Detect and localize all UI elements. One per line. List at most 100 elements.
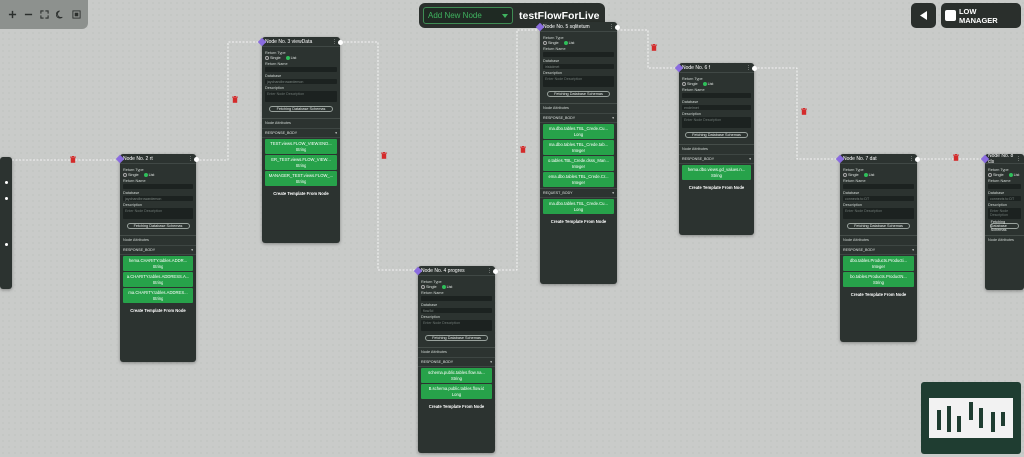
fetch-schemas-button[interactable]: Fetching Database Schemas xyxy=(424,335,489,341)
single-radio[interactable]: Single xyxy=(988,173,1004,177)
attribute-card[interactable]: a.CHARITY.tables.ADDRESS.A...String xyxy=(123,272,193,287)
create-template-button[interactable]: Create Template From Node xyxy=(273,191,329,196)
fetch-schemas-button[interactable]: Fetching Database Schemas xyxy=(546,91,611,97)
attribute-card[interactable]: bo.tables.Products.ProductN...String xyxy=(843,272,914,287)
attribute-card[interactable]: TEST.views.FLOW_VIEW.END...String xyxy=(265,139,337,154)
fetch-schemas-button[interactable]: Fetching Database Schemas xyxy=(268,106,334,112)
list-radio[interactable]: List xyxy=(702,82,713,86)
attribute-group-header[interactable]: RESPONSE_BODY▾ xyxy=(262,128,340,138)
attribute-card[interactable]: ma.dbo.tables.TBL_Crede.Cu...Long xyxy=(543,124,614,139)
node-output-port[interactable] xyxy=(193,156,199,162)
delete-edge-icon[interactable] xyxy=(651,44,657,51)
node-output-port[interactable] xyxy=(337,39,343,45)
attribute-group-header[interactable]: RESPONSE_BODY▾ xyxy=(418,357,495,367)
database-select[interactable]: flow3d xyxy=(421,308,492,313)
node-title-bar[interactable]: Node No. 3 viewData⋮ xyxy=(262,37,340,47)
attribute-card[interactable]: hema.CHARITY.tables.ADDR...String xyxy=(123,256,193,271)
node-output-port[interactable] xyxy=(5,197,8,200)
attribute-group-header[interactable]: RESPONSE_BODY▾ xyxy=(840,245,917,255)
list-radio[interactable]: List xyxy=(863,173,874,177)
moon-icon[interactable] xyxy=(54,9,66,21)
delete-edge-icon[interactable] xyxy=(381,152,387,159)
return-name-input[interactable] xyxy=(543,52,614,57)
screenshot-icon[interactable] xyxy=(70,9,82,21)
run-flow-button[interactable] xyxy=(911,3,936,28)
attribute-group-header[interactable]: RESPONSE_BODY▾ xyxy=(679,154,754,164)
fetch-schemas-button[interactable]: Fetching Database Schemas xyxy=(685,132,748,138)
node-title-bar[interactable]: Node No. 2 rt⋮ xyxy=(120,154,196,164)
node-output-port[interactable] xyxy=(5,243,8,246)
database-select[interactable]: iriskdmet xyxy=(543,64,614,69)
chevron-down-icon[interactable]: ▾ xyxy=(335,131,337,135)
node-1-partial[interactable] xyxy=(0,157,12,289)
single-radio[interactable]: Single xyxy=(123,173,139,177)
database-select[interactable]: connects to DT xyxy=(843,196,914,201)
attribute-card[interactable]: MANAGER_TEST.views.FLOW_...String xyxy=(265,171,337,186)
attribute-card[interactable]: schema.public.tables.flow.na...String xyxy=(421,368,492,383)
description-input[interactable]: Enter Node Description xyxy=(682,117,751,128)
return-name-input[interactable] xyxy=(421,296,492,301)
node-output-port[interactable] xyxy=(5,181,8,184)
node-menu-icon[interactable]: ⋮ xyxy=(332,38,337,45)
return-name-input[interactable] xyxy=(843,184,914,189)
attribute-card[interactable]: hema.dbo.views.gd_values.n...String xyxy=(682,165,751,180)
node-menu-icon[interactable]: ⋮ xyxy=(1016,155,1021,162)
fit-view-icon[interactable] xyxy=(38,9,50,21)
fetch-schemas-button[interactable]: Fetching Database Schemas xyxy=(846,223,911,229)
chevron-down-icon[interactable]: ▾ xyxy=(490,360,492,364)
single-radio[interactable]: Single xyxy=(543,41,559,45)
node-title-bar[interactable]: Node No. 5 sqlitetum⋮ xyxy=(540,22,617,32)
chevron-down-icon[interactable]: ▾ xyxy=(191,248,193,252)
description-input[interactable]: Enter Node Description xyxy=(123,208,193,219)
node-title-bar[interactable]: Node No. 8 cls⋮ xyxy=(985,154,1024,165)
single-radio[interactable]: Single xyxy=(682,82,698,86)
chevron-down-icon[interactable]: ▾ xyxy=(749,157,751,161)
database-select[interactable]: jaychandbrowardemon xyxy=(265,79,337,84)
list-radio[interactable]: List xyxy=(143,173,154,177)
delete-edge-icon[interactable] xyxy=(953,154,959,161)
return-name-input[interactable] xyxy=(265,67,337,72)
create-template-button[interactable]: Create Template From Node xyxy=(688,185,745,190)
description-input[interactable]: Enter Node Description xyxy=(421,320,492,331)
return-name-input[interactable] xyxy=(123,184,193,189)
delete-edge-icon[interactable] xyxy=(232,96,238,103)
description-input[interactable]: Enter Node Description xyxy=(265,91,337,102)
description-input[interactable]: Enter Node Description xyxy=(843,208,914,219)
node-menu-icon[interactable]: ⋮ xyxy=(909,155,914,162)
create-template-button[interactable]: Create Template From Node xyxy=(428,404,485,409)
return-name-input[interactable] xyxy=(988,184,1021,189)
node-menu-icon[interactable]: ⋮ xyxy=(188,155,193,162)
attribute-card[interactable]: ER_TEST.views.FLOW_VIEW...String xyxy=(265,155,337,170)
attribute-card[interactable]: dbo.tables.Products.Producti...Integer xyxy=(843,256,914,271)
create-template-button[interactable]: Create Template From Node xyxy=(850,292,907,297)
attribute-group-header[interactable]: RESPONSE_BODY▾ xyxy=(120,245,196,255)
node-output-port[interactable] xyxy=(614,24,620,30)
node-output-port[interactable] xyxy=(914,156,920,162)
attribute-card[interactable]: ma.dbo.tables.TBL_Crede.Cu...Long xyxy=(543,199,614,214)
list-radio[interactable]: List xyxy=(1008,173,1019,177)
delete-edge-icon[interactable] xyxy=(801,108,807,115)
database-select[interactable]: jaychandbrowardemon xyxy=(123,196,193,201)
single-radio[interactable]: Single xyxy=(421,285,437,289)
create-template-button[interactable]: Create Template From Node xyxy=(130,308,186,313)
chevron-down-icon[interactable]: ▾ xyxy=(612,191,614,195)
delete-edge-icon[interactable] xyxy=(70,156,76,163)
chevron-down-icon[interactable]: ▾ xyxy=(912,248,914,252)
description-input[interactable]: Enter Node Description xyxy=(543,76,614,87)
chevron-down-icon[interactable]: ▾ xyxy=(612,116,614,120)
fetch-schemas-button[interactable]: Fetching Database Schemas xyxy=(989,220,1020,232)
single-radio[interactable]: Single xyxy=(843,173,859,177)
delete-edge-icon[interactable] xyxy=(520,146,526,153)
attribute-card[interactable]: ma.dbo.tables.TBL_Crede.tab...Integer xyxy=(543,140,614,155)
description-input[interactable]: Enter Node Description xyxy=(988,208,1021,219)
attribute-card[interactable]: ema.dbo.tables.TBL_Crede.Cr...Integer xyxy=(543,172,614,187)
node-title-bar[interactable]: Node No. 7 dat⋮ xyxy=(840,154,917,164)
node-menu-icon[interactable]: ⋮ xyxy=(746,64,751,71)
plus-icon[interactable] xyxy=(6,9,18,21)
node-output-port[interactable] xyxy=(751,65,757,71)
